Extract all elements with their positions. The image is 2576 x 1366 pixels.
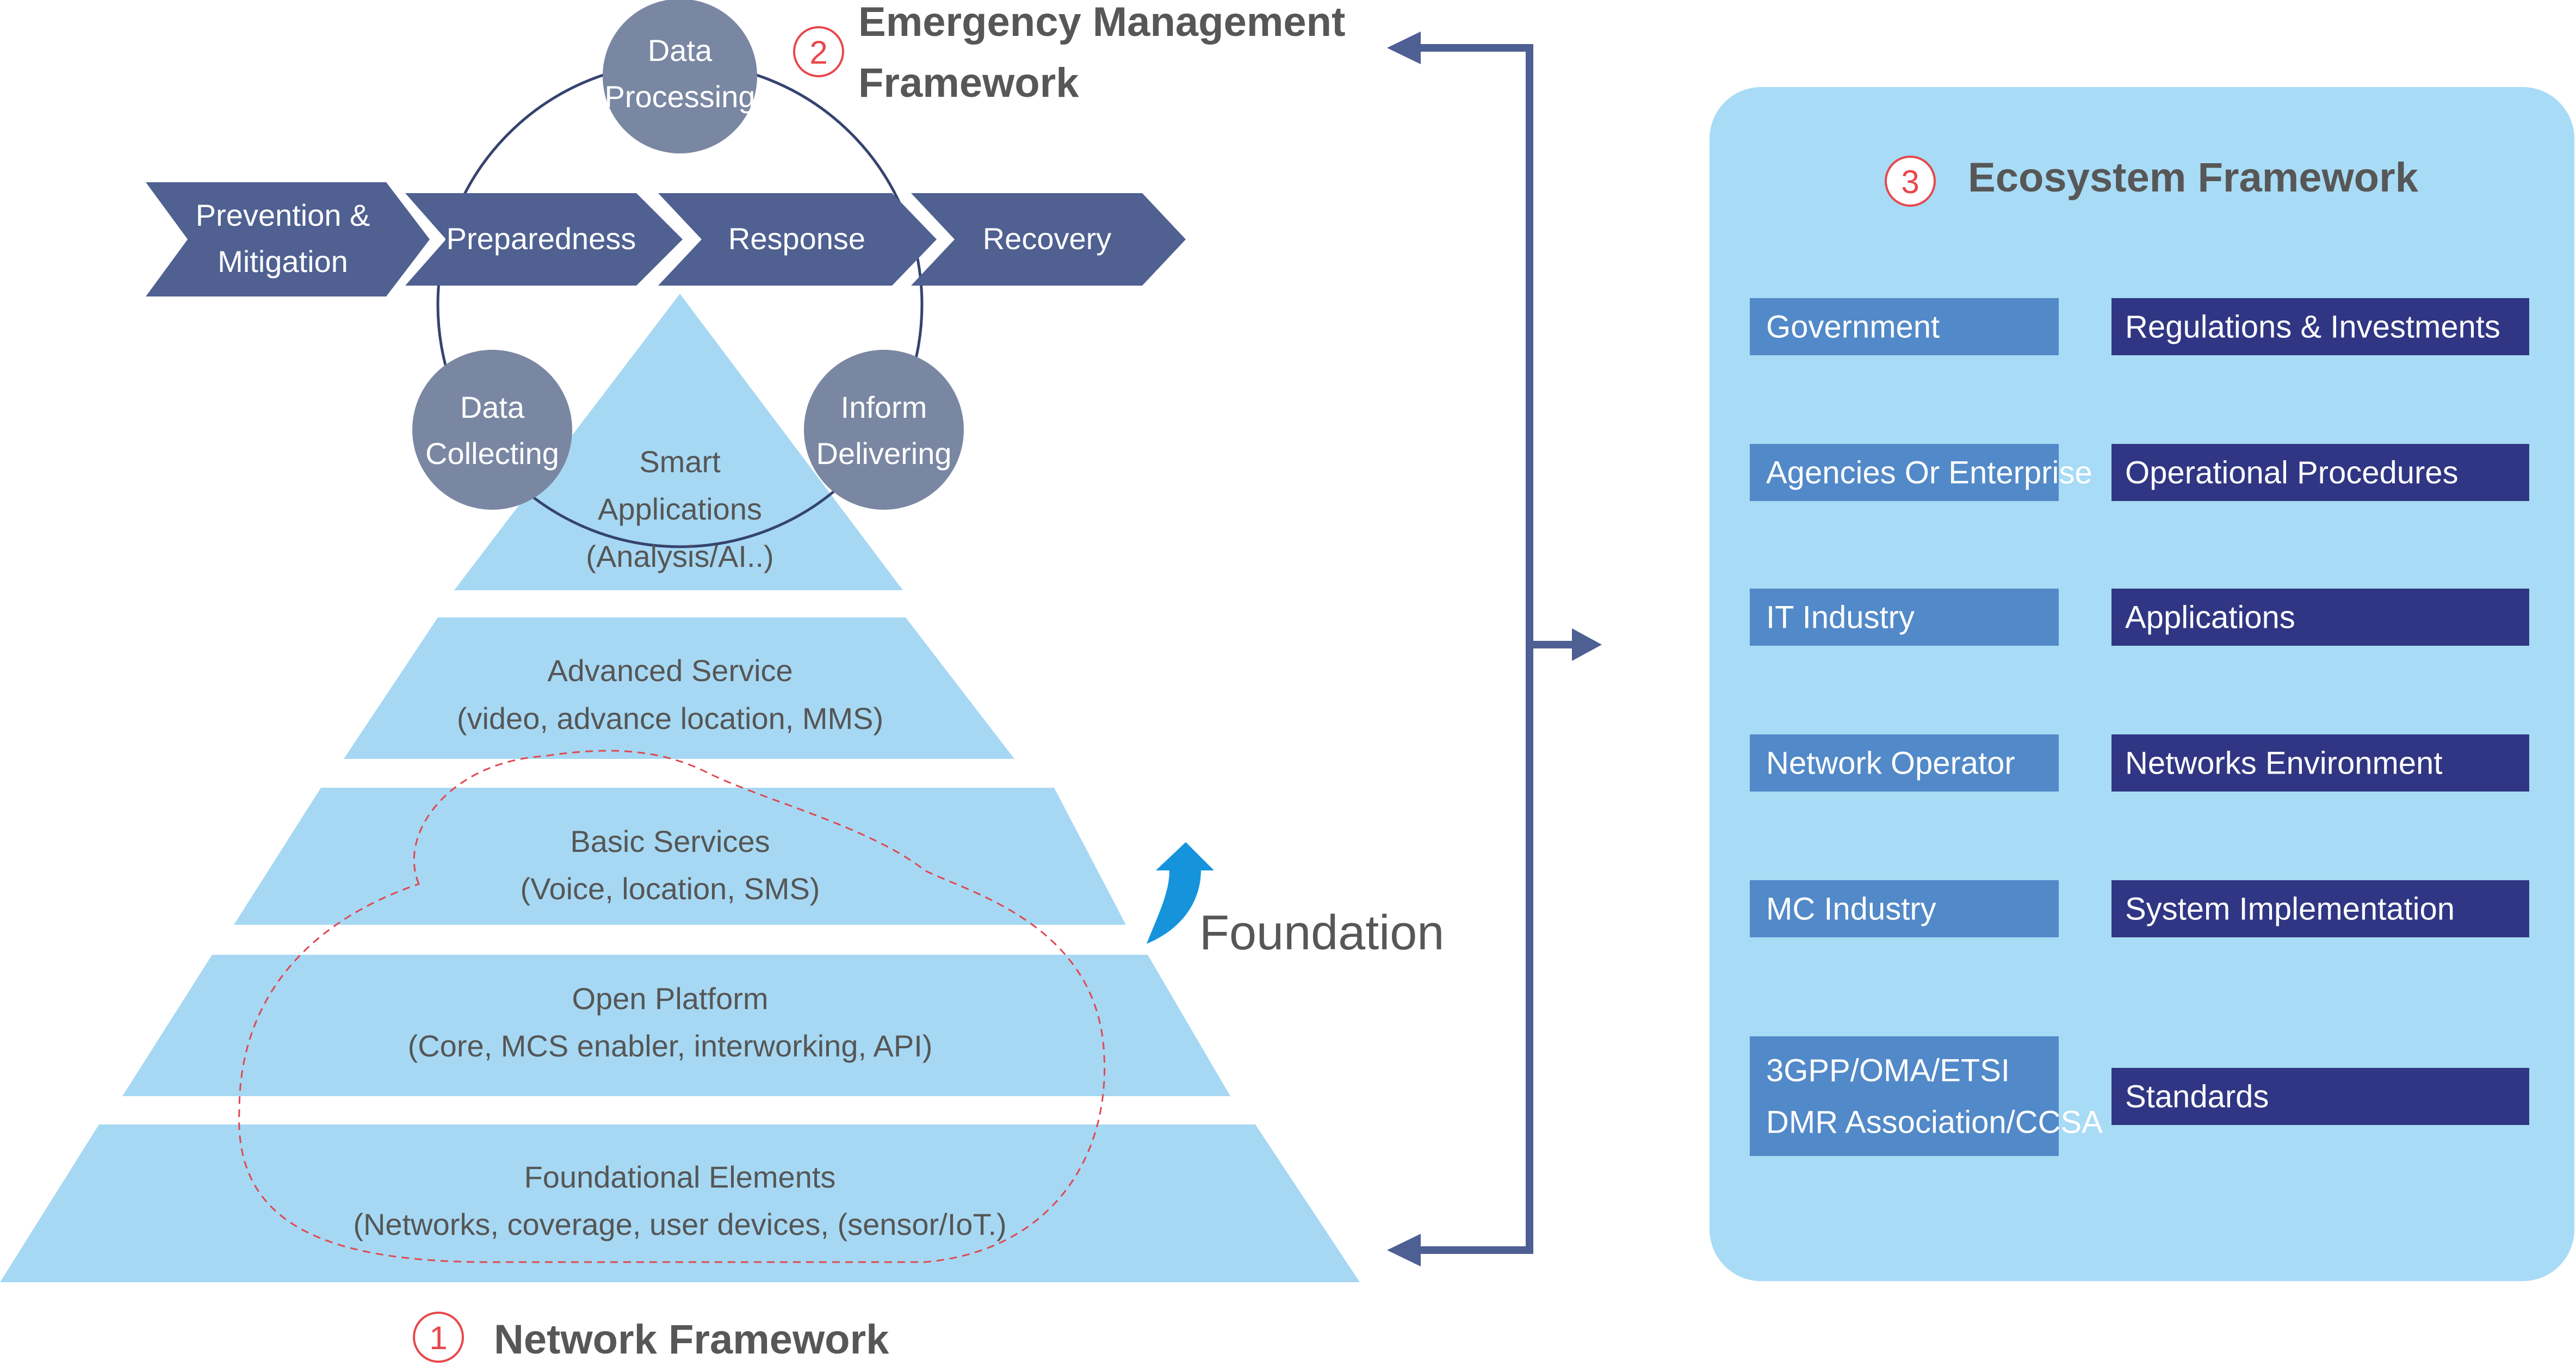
smart-applications-line: Applications: [598, 492, 762, 526]
node-label-data-collecting-1: Data: [460, 390, 525, 424]
ecosystem-right-box: [2111, 444, 2529, 501]
pyramid-layer-basic-services: [234, 788, 1126, 925]
basic-services-line: (Voice, location, SMS): [521, 871, 820, 906]
number-3: 3: [1901, 164, 1919, 200]
network-framework-label: Network Framework: [494, 1316, 889, 1363]
advanced-service-title: Advanced Service: [547, 653, 792, 688]
phase-label-preparedness: Preparedness: [447, 221, 636, 256]
phase-arrow-recovery: [911, 193, 1186, 286]
arrow-head-top: [1387, 32, 1421, 64]
number-2: 2: [809, 34, 827, 71]
ecosystem-left-box: [1750, 880, 2059, 937]
foundation-arrow-icon: [1147, 842, 1214, 944]
pyramid-layer-smart-applications: [454, 294, 903, 590]
basic-services-title: Basic Services: [570, 824, 770, 858]
node-label-data-collecting-2: Collecting: [425, 436, 559, 471]
network-framework-pyramid: [0, 294, 1360, 1282]
ecosystem-left-box: [1750, 298, 2059, 355]
ecosystem-left-box: [1750, 589, 2059, 646]
ecosystem-left-label: Agencies Or Enterprise: [1766, 455, 2092, 491]
emergency-framework-title-line1: Emergency Management: [858, 0, 1345, 45]
ecosystem-right-box: [2111, 1068, 2529, 1125]
foundational-elements-title: Foundational Elements: [524, 1160, 836, 1194]
foundation-label: Foundation: [1199, 906, 1444, 960]
bracket-connector: [1414, 44, 1580, 1254]
ecosystem-right-box: [2111, 589, 2529, 646]
ecosystem-right-label: Networks Environment: [2125, 746, 2442, 781]
ecosystem-left-box: [1750, 1036, 2059, 1156]
ecosystem-left-label: DMR Association/CCSA: [1766, 1105, 2103, 1140]
number-circle-2: [793, 26, 844, 77]
phase-arrow-prevention-mitigation: [146, 182, 430, 296]
ecosystem-rows: Government Regulations & InvestmentsAgenc…: [1750, 298, 2529, 1156]
ecosystem-left-box: [1750, 734, 2059, 792]
ecosystem-framework-title: Ecosystem Framework: [1968, 154, 2419, 201]
ecosystem-left-label: Government: [1766, 310, 1940, 345]
arrow-head-bottom: [1387, 1234, 1421, 1266]
emergency-framework-title-line2: Framework: [858, 60, 1079, 106]
ecosystem-left-label: 3GPP/OMA/ETSI: [1766, 1053, 2010, 1089]
ecosystem-left-label: Network Operator: [1766, 746, 2015, 781]
pyramid-layer-advanced-service: [344, 617, 1014, 759]
dashed-cloud-outline: [238, 750, 1106, 1263]
ecosystem-right-label: System Implementation: [2125, 892, 2455, 927]
node-label-inform-delivering-1: Inform: [841, 390, 927, 424]
phase-label-recovery: Recovery: [983, 221, 1112, 256]
number-circle-1: [413, 1312, 464, 1363]
open-platform-title: Open Platform: [572, 981, 768, 1016]
pyramid-layer-foundational-elements: [0, 1124, 1360, 1282]
arrow-head-right: [1572, 628, 1602, 661]
ecosystem-right-label: Regulations & Investments: [2125, 310, 2500, 345]
ecosystem-left-label: MC Industry: [1766, 892, 1936, 927]
node-data-processing: [603, 0, 757, 153]
smart-applications-title: Smart: [639, 444, 721, 479]
number-circle-3: [1885, 156, 1936, 207]
pyramid-layer-open-platform: [122, 955, 1230, 1096]
node-label-data-processing-1: Data: [648, 33, 713, 67]
smart-applications-line: (Analysis/AI..): [586, 539, 773, 573]
ecosystem-right-label: Operational Procedures: [2125, 455, 2459, 491]
phase-arrows: [146, 182, 1186, 296]
node-label-inform-delivering-2: Delivering: [816, 436, 952, 471]
phase-arrow-preparedness: [405, 193, 683, 286]
number-1: 1: [429, 1320, 447, 1356]
node-label-data-processing-2: Processing: [604, 79, 755, 114]
ecosystem-right-label: Applications: [2125, 600, 2295, 635]
ecosystem-right-box: [2111, 734, 2529, 792]
foundational-elements-line: (Networks, coverage, user devices, (sens…: [353, 1207, 1006, 1241]
advanced-service-line: (video, advance location, MMS): [457, 701, 883, 735]
phase-label-prevention: Prevention &: [196, 198, 370, 232]
ecosystem-left-label: IT Industry: [1766, 600, 1915, 635]
node-data-collecting: [412, 350, 572, 510]
ecosystem-right-box: [2111, 298, 2529, 355]
ecosystem-right-label: Standards: [2125, 1079, 2269, 1115]
open-platform-line: (Core, MCS enabler, interworking, API): [408, 1029, 933, 1063]
phase-arrow-response: [658, 193, 937, 286]
ecosystem-left-box: [1750, 444, 2059, 501]
phase-label-mitigation: Mitigation: [218, 244, 348, 279]
phase-label-response: Response: [728, 221, 865, 256]
ecosystem-right-box: [2111, 880, 2529, 937]
ecosystem-panel: [1710, 87, 2574, 1281]
node-inform-delivering: [804, 350, 964, 510]
